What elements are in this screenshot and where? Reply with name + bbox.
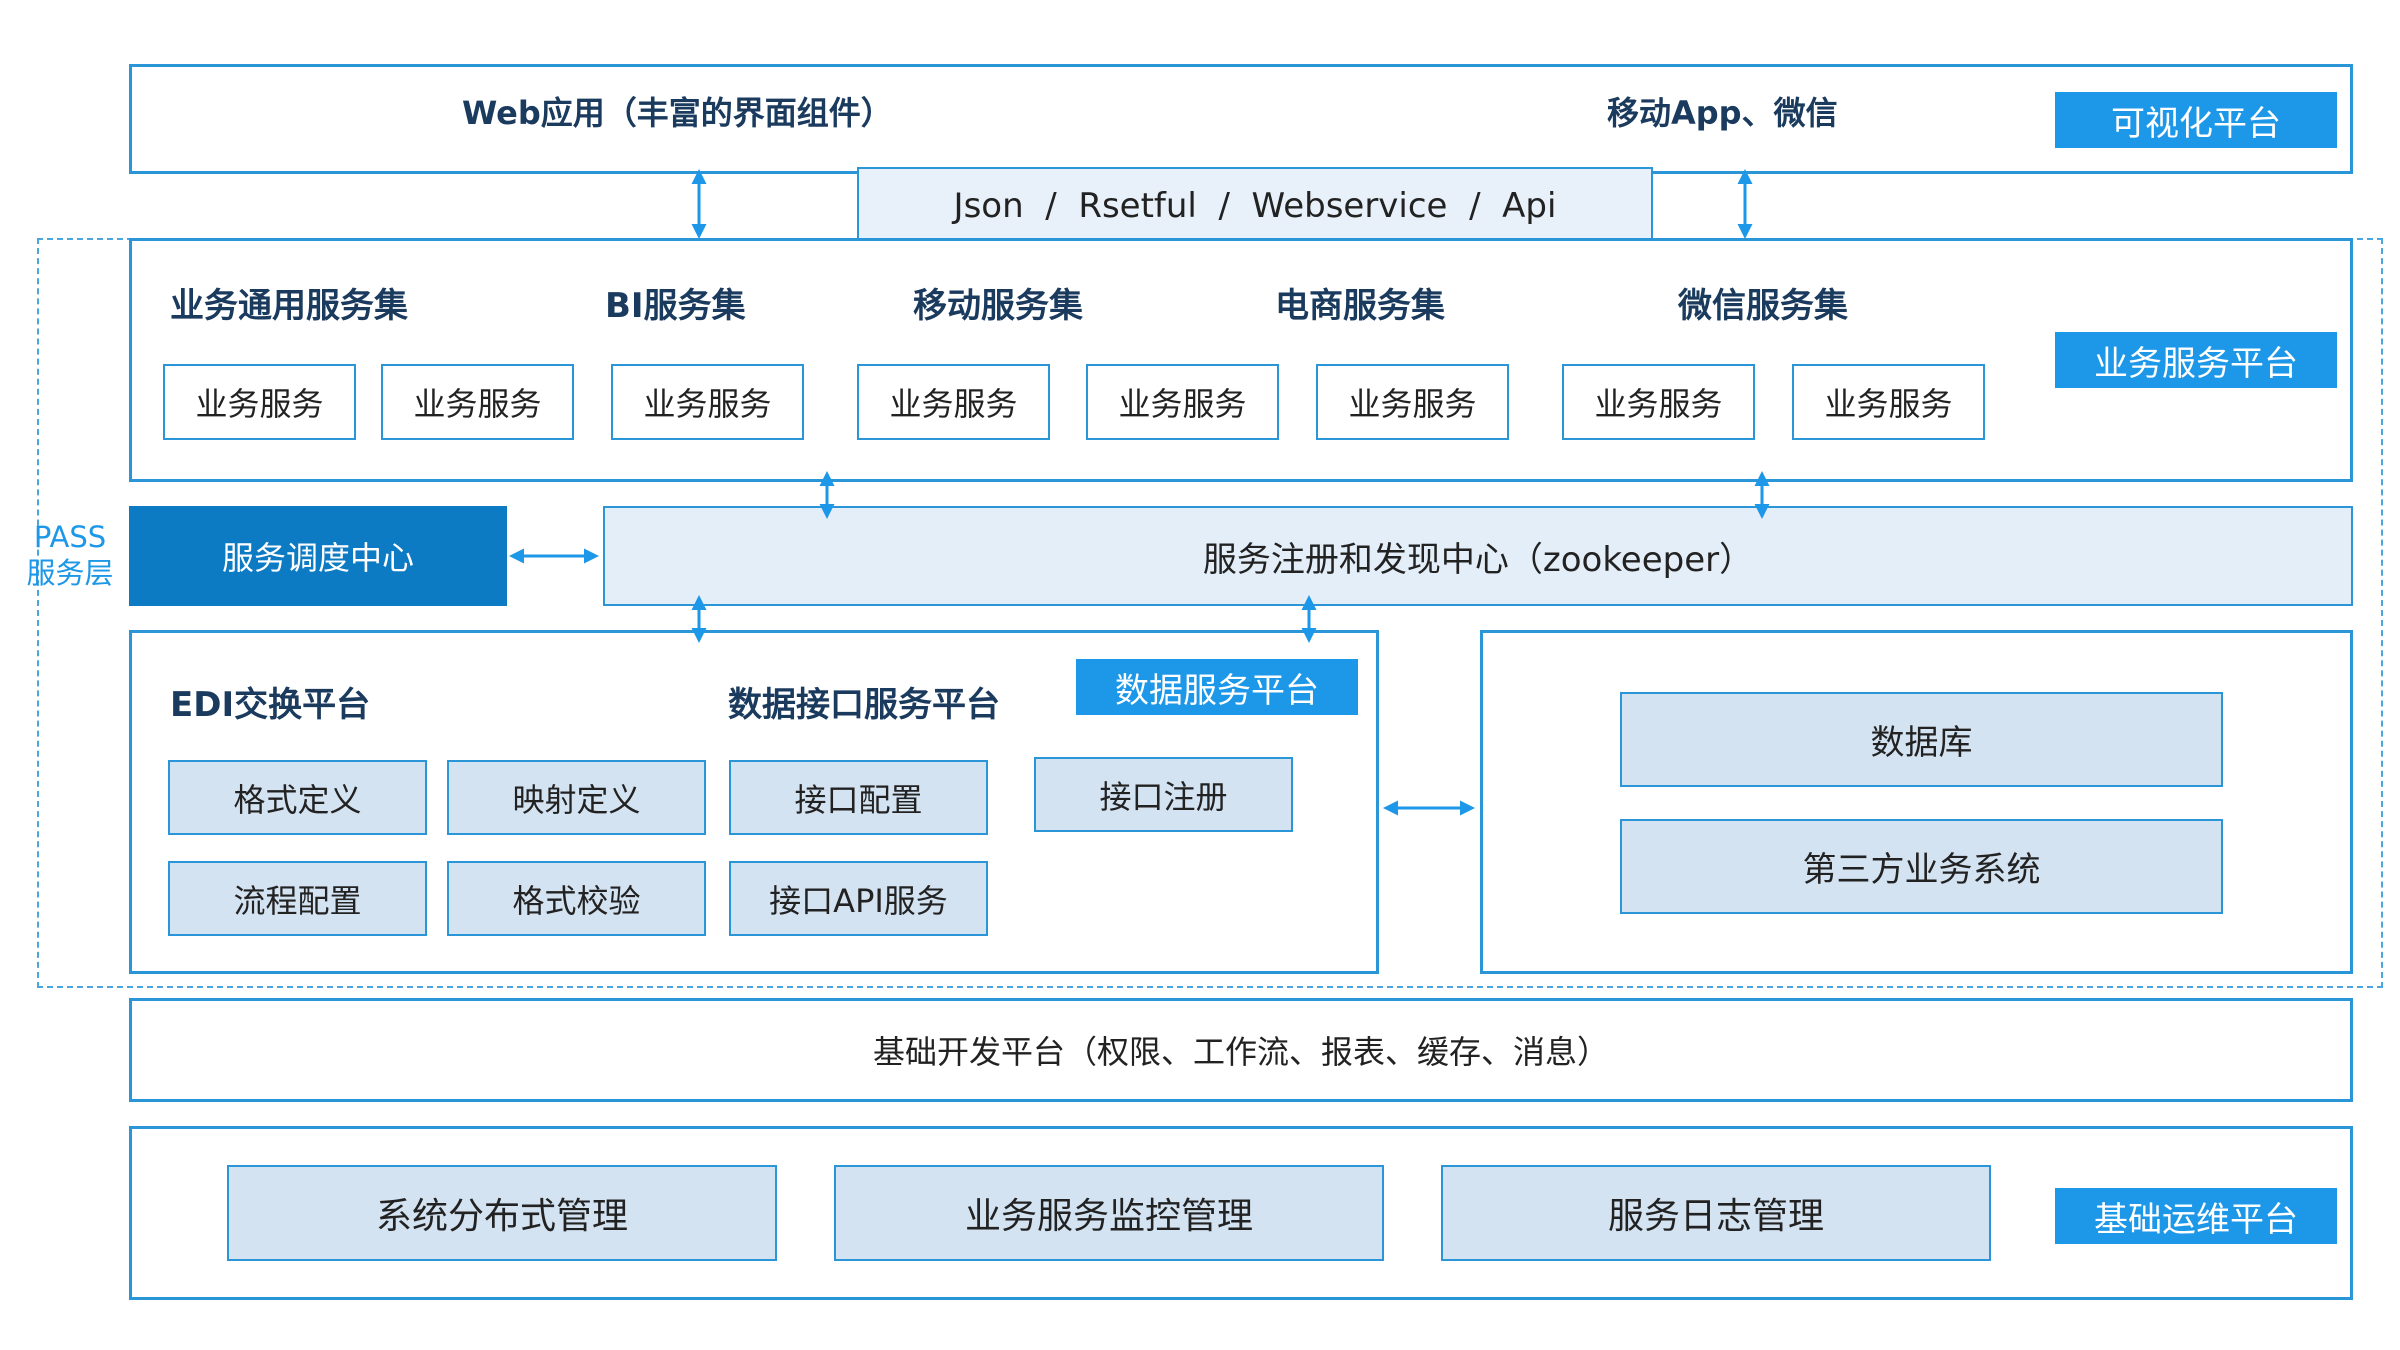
- database-box[interactable]: 数据库: [1620, 692, 2223, 787]
- format-check-box[interactable]: 格式校验: [447, 861, 706, 936]
- ops-platform-tag: 基础运维平台: [2055, 1188, 2337, 1244]
- business-platform-panel: [129, 238, 2353, 482]
- data-platform-tag: 数据服务平台: [1076, 659, 1358, 715]
- interface-config-box[interactable]: 接口配置: [729, 760, 988, 835]
- storage-panel: [1480, 630, 2353, 974]
- api-protocol-bar: Json / Rsetful / Webservice / Api: [857, 167, 1653, 244]
- interface-platform-title: 数据接口服务平台: [728, 685, 1000, 725]
- mobile-app-label: 移动App、微信: [1607, 94, 1838, 132]
- service-log-box[interactable]: 服务日志管理: [1441, 1165, 1991, 1261]
- distributed-management-box[interactable]: 系统分布式管理: [227, 1165, 777, 1261]
- business-service-1[interactable]: 业务服务: [163, 364, 356, 440]
- business-service-4[interactable]: 业务服务: [857, 364, 1050, 440]
- business-service-2[interactable]: 业务服务: [381, 364, 574, 440]
- business-service-5[interactable]: 业务服务: [1086, 364, 1279, 440]
- service-scheduler-center[interactable]: 服务调度中心: [129, 506, 507, 606]
- group-title-bi: BI服务集: [605, 286, 746, 326]
- visual-platform-tag: 可视化平台: [2055, 92, 2337, 148]
- business-platform-tag: 业务服务平台: [2055, 332, 2337, 388]
- group-title-general: 业务通用服务集: [170, 286, 408, 326]
- foundation-platform-bar: 基础开发平台（权限、工作流、报表、缓存、消息）: [129, 998, 2353, 1102]
- service-monitor-box[interactable]: 业务服务监控管理: [834, 1165, 1384, 1261]
- business-service-6[interactable]: 业务服务: [1316, 364, 1509, 440]
- group-title-wechat: 微信服务集: [1678, 286, 1848, 326]
- edi-platform-title: EDI交换平台: [170, 685, 371, 725]
- third-party-system-box[interactable]: 第三方业务系统: [1620, 819, 2223, 914]
- business-service-7[interactable]: 业务服务: [1562, 364, 1755, 440]
- service-registry-center[interactable]: 服务注册和发现中心（zookeeper）: [603, 506, 2353, 606]
- pass-layer-label: PASS 服务层: [26, 520, 114, 590]
- business-service-8[interactable]: 业务服务: [1792, 364, 1985, 440]
- mapping-definition-box[interactable]: 映射定义: [447, 760, 706, 835]
- group-title-ecommerce: 电商服务集: [1275, 286, 1445, 326]
- web-app-label: Web应用（丰富的界面组件）: [462, 94, 893, 132]
- format-definition-box[interactable]: 格式定义: [168, 760, 427, 835]
- group-title-mobile: 移动服务集: [913, 286, 1083, 326]
- interface-register-box[interactable]: 接口注册: [1034, 757, 1293, 832]
- flow-config-box[interactable]: 流程配置: [168, 861, 427, 936]
- business-service-3[interactable]: 业务服务: [611, 364, 804, 440]
- interface-api-service-box[interactable]: 接口API服务: [729, 861, 988, 936]
